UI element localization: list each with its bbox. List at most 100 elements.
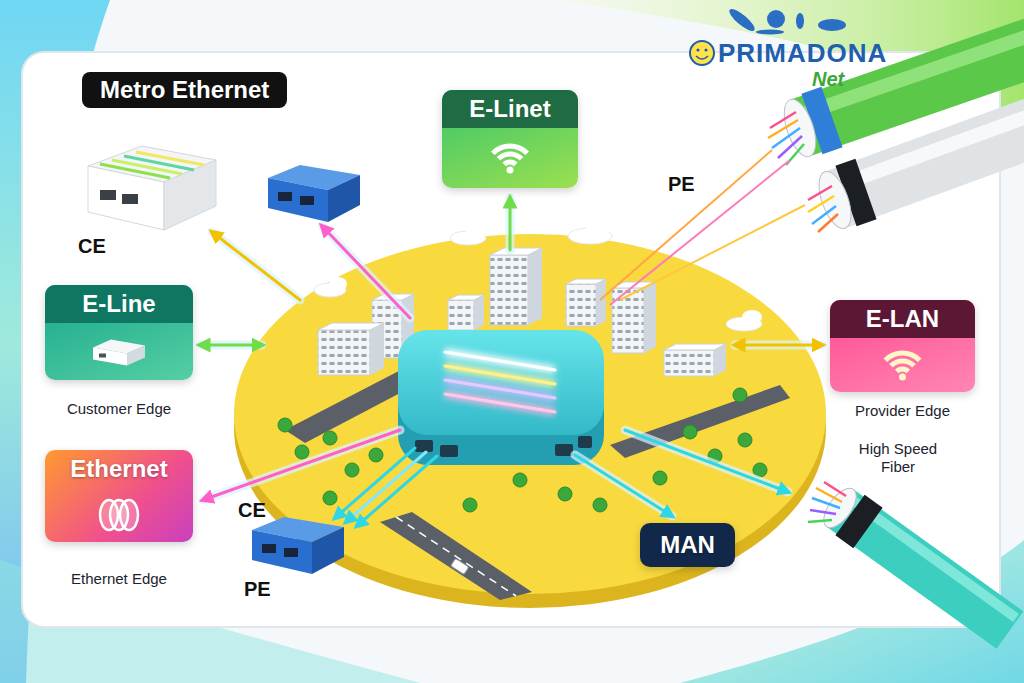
neon-arrow [509, 198, 512, 250]
router-device [88, 146, 216, 230]
tree [295, 445, 309, 459]
fiber-strand [778, 136, 802, 158]
service-name: MAN [660, 531, 715, 560]
road-mark [396, 517, 516, 596]
building [664, 344, 726, 376]
ethernet-ring [120, 500, 138, 530]
device-front [93, 348, 127, 366]
fiber-cable [840, 508, 1010, 630]
network-pill-shape: MAN [640, 523, 735, 567]
network-module [252, 517, 344, 574]
wifi-dot [899, 374, 906, 381]
neon-arrow [357, 456, 437, 526]
fiber-link [610, 160, 790, 305]
router-light [136, 152, 204, 165]
cloud [568, 220, 612, 244]
city-platform [234, 234, 826, 608]
tree [323, 491, 337, 505]
part-label: CE [78, 234, 106, 258]
platform-top [234, 234, 826, 594]
wifi-icon [491, 143, 529, 173]
service-box-shape: E-LAN [830, 300, 975, 392]
module-port [300, 196, 314, 205]
neon-arrow [203, 430, 400, 500]
tree [278, 418, 292, 432]
cloud-puff [586, 220, 610, 236]
island [727, 6, 758, 34]
diagram-title: Metro Ethernet [82, 72, 287, 108]
cable-end [813, 167, 858, 232]
header: MAN [640, 523, 735, 567]
module-front [268, 178, 328, 222]
neon-arrow [735, 344, 822, 347]
wifi-wave [497, 152, 524, 161]
hub-port [440, 445, 458, 457]
part-label: High Speed Fiber [848, 440, 948, 476]
tree [513, 473, 527, 487]
header-band: E-Line [45, 285, 193, 323]
service-name: E-Linet [469, 95, 550, 124]
smiley-eye [704, 48, 707, 51]
brand-logo: Net [812, 67, 844, 91]
wifi-wave [895, 367, 910, 374]
tree [345, 463, 359, 477]
road [380, 512, 532, 600]
cable-band [846, 189, 866, 196]
building [566, 279, 606, 326]
fiber-strand [770, 112, 796, 128]
cloud-puff [329, 277, 347, 291]
module-port [284, 548, 298, 557]
header: Ethernet [45, 450, 193, 488]
module-port [278, 192, 292, 201]
building-roof [490, 248, 542, 255]
tree [653, 471, 667, 485]
neon-arrow [625, 430, 788, 492]
cable-shine [848, 497, 1016, 618]
cable-band [850, 515, 868, 528]
device-port [99, 354, 106, 358]
device-side [127, 346, 145, 366]
network-hub [398, 330, 604, 465]
neon-arrows [200, 198, 822, 526]
fiber-link [620, 205, 805, 300]
header-band: E-Linet [442, 90, 578, 128]
fiber-strand [812, 498, 840, 508]
tree [738, 433, 752, 447]
tree [558, 487, 572, 501]
hub-port [578, 436, 592, 448]
fiber-link [600, 150, 772, 300]
device-icon [93, 340, 145, 366]
cloud-puff [466, 224, 486, 238]
building-front [566, 284, 596, 326]
neon-arrow [346, 452, 426, 522]
island [767, 10, 785, 28]
smiley-mouth [696, 56, 708, 59]
building-front [664, 350, 714, 376]
neon-arrow [200, 344, 262, 347]
part-label: CE [238, 498, 266, 522]
service-icon [45, 488, 193, 542]
router-light [124, 156, 194, 170]
fiber-cables [600, 32, 1024, 630]
edge-caption: Provider Edge [830, 402, 975, 420]
building-front [448, 300, 474, 330]
island [818, 19, 846, 31]
router-port [122, 194, 138, 204]
router-port [100, 190, 116, 200]
hub-port [415, 440, 433, 452]
building-roof [566, 279, 606, 284]
neon-arrow [335, 448, 415, 518]
devices [88, 146, 360, 574]
service-box: E-Linet [442, 90, 578, 188]
wifi-icon [883, 350, 921, 380]
edge-caption: Ethernet Edge [45, 570, 193, 588]
hub-top [398, 330, 604, 435]
smiley-eye [696, 48, 699, 51]
tree [323, 431, 337, 445]
neon-arrow [575, 455, 672, 516]
island [796, 13, 804, 29]
brand-logo: PRIMADONA [718, 40, 887, 66]
wifi-wave [883, 350, 921, 362]
cloud-puff [742, 310, 762, 324]
